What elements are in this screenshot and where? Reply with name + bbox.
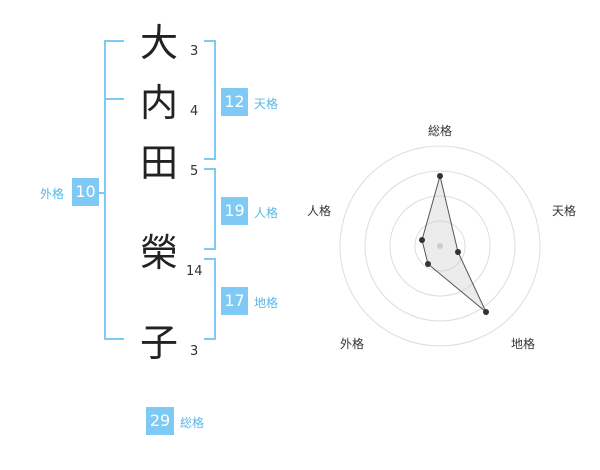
gaikaku-bracket-top (104, 40, 124, 42)
soukaku-value-badge: 29 (146, 407, 174, 435)
chikaku-value-badge: 17 (221, 287, 248, 315)
radar-axis-label-tenkaku: 天格 (552, 204, 577, 218)
radar-axis-label-jinkaku: 人格 (307, 204, 332, 218)
gaikaku-bracket-bottom (104, 338, 124, 340)
tenkaku-label: 天格 (254, 97, 279, 111)
jinkaku-bracket-bottom (204, 248, 216, 250)
radar-axis-label-gaikaku: 外格 (340, 337, 365, 351)
name-char-2: 内 (140, 81, 179, 125)
chikaku-bracket-bottom (204, 338, 216, 340)
radar-point-gaikaku (425, 261, 431, 267)
radar-ring-3 (364, 170, 516, 322)
radar-polygon (421, 174, 487, 313)
tenkaku-value-badge: 12 (221, 88, 248, 116)
stroke-count-5: 3 (190, 344, 199, 359)
name-char-1: 大 (140, 21, 179, 65)
stroke-count-4: 14 (186, 264, 203, 279)
gaikaku-bracket-vertical (104, 40, 106, 340)
jinkaku-label: 人格 (254, 206, 279, 220)
gaikaku-value-badge: 10 (72, 178, 99, 206)
radar-axis-label-chikaku: 地格 (511, 337, 536, 351)
chikaku-bracket-vertical (214, 258, 216, 340)
radar-chart (339, 145, 541, 347)
gaikaku-bracket-middle (104, 98, 124, 100)
radar-axis-label-soukaku: 総格 (428, 124, 453, 138)
name-char-5: 子 (140, 321, 179, 365)
gaikaku-bracket-connector (98, 192, 104, 194)
radar-center-dot (437, 243, 443, 249)
name-char-4: 榮 (140, 231, 179, 275)
stroke-count-3: 5 (190, 164, 199, 179)
radar-ring-1 (414, 220, 466, 272)
radar-point-chikaku (483, 309, 489, 315)
name-char-3: 田 (140, 141, 179, 185)
jinkaku-bracket-top (204, 168, 216, 170)
radar-point-jinkaku (419, 237, 425, 243)
tenkaku-bracket-bottom (204, 158, 216, 160)
stroke-count-1: 3 (190, 44, 199, 59)
jinkaku-value-badge: 19 (221, 197, 248, 225)
soukaku-label: 総格 (180, 416, 205, 430)
chikaku-label: 地格 (254, 296, 279, 310)
tenkaku-bracket-vertical (214, 40, 216, 160)
radar-point-soukaku (437, 173, 443, 179)
chikaku-bracket-top (204, 258, 216, 260)
radar-ring-2 (389, 195, 491, 297)
gaikaku-label: 外格 (40, 187, 65, 201)
radar-point-tenkaku (455, 249, 461, 255)
stroke-count-2: 4 (190, 104, 199, 119)
jinkaku-bracket-vertical (214, 168, 216, 250)
tenkaku-bracket-top (204, 40, 216, 42)
radar-ring-4 (339, 145, 541, 347)
